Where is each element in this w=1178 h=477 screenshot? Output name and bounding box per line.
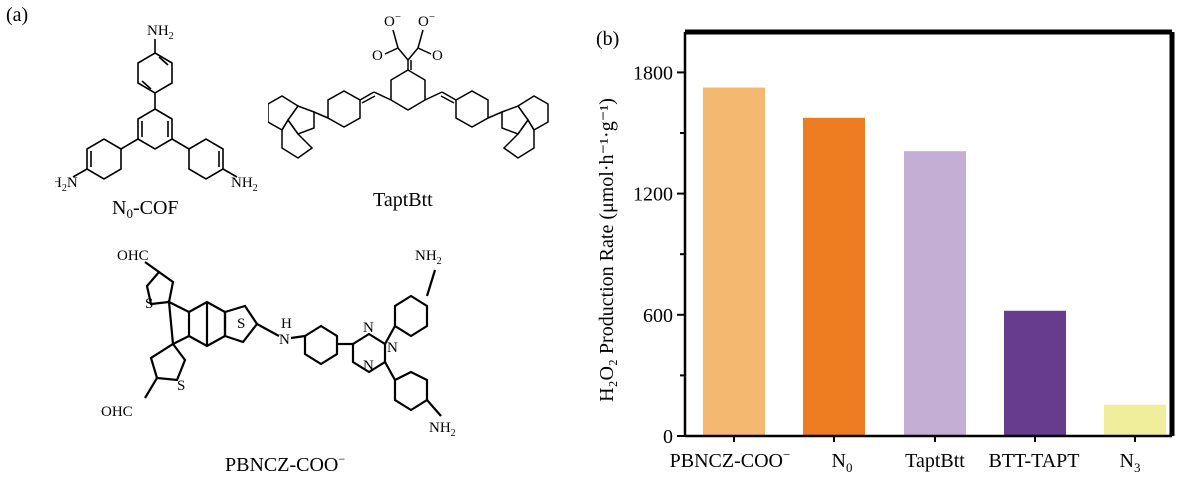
taptbtt-o3: O — [372, 48, 383, 64]
n0-nh2-top: NH2 — [147, 23, 174, 42]
panel-a-label: (a) — [6, 4, 29, 26]
y-axis-label: H₂O₂ Production Rate (μmol·h⁻¹·g⁻¹) — [596, 98, 618, 402]
n0-name-rest: -COF — [132, 197, 179, 219]
bar-3 — [1004, 310, 1066, 436]
pbncz-name-sup: − — [338, 452, 346, 466]
n0-nh2-left: H2N — [55, 175, 78, 194]
pbncz-nh2-bottom: NH2 — [429, 420, 456, 439]
x-tick-label-1: N0 — [832, 450, 853, 473]
x-tick-label-3: BTT-TAPT — [989, 450, 1080, 472]
n0-nh2-right: NH2 — [231, 175, 258, 194]
x-tick-label-2: TaptBtt — [905, 450, 965, 472]
pbncz-n1: N — [363, 320, 374, 336]
pbncz-n2: N — [387, 340, 398, 356]
pbncz-s3: S — [177, 378, 185, 394]
x-tick-label-4: N3 — [1120, 450, 1141, 473]
pbncz-structure: OHC S S S OHC H N N N N NH2 NH2 — [101, 248, 456, 439]
pbncz-name: PBNCZ-COO− — [225, 452, 345, 477]
pbncz-n-amine: N — [279, 332, 290, 348]
n0-cof-structure: NH2 H2N NH2 — [55, 23, 258, 194]
bar-0 — [703, 87, 765, 437]
taptbtt-name: TaptBtt — [373, 189, 433, 211]
x-tick-label-0: PBNCZ-COO− — [670, 447, 791, 472]
pbncz-name-main: PBNCZ-COO — [225, 454, 339, 476]
n0-name-main: N — [112, 197, 127, 219]
taptbtt-structure: O− O− O O — [268, 11, 549, 159]
pbncz-s1: S — [145, 296, 153, 312]
pbncz-h: H — [281, 316, 292, 332]
bar-4 — [1104, 404, 1166, 436]
pbncz-ohc-bottom: OHC — [101, 404, 133, 420]
y-tick-label-600: 600 — [643, 305, 673, 327]
n0-name-sub: 0 — [126, 206, 133, 221]
taptbtt-o4: O — [432, 48, 443, 64]
bar-2 — [904, 151, 966, 436]
pbncz-n3: N — [363, 358, 374, 374]
pbncz-ohc-top: OHC — [117, 248, 149, 264]
y-tick-label-0: 0 — [663, 426, 673, 448]
pbncz-nh2-top: NH2 — [415, 248, 442, 267]
y-tick-label-1200: 1200 — [633, 184, 673, 206]
bar-1 — [803, 117, 865, 436]
panel-b-label: (b) — [596, 28, 620, 50]
y-tick-label-1800: 1800 — [633, 62, 673, 84]
pbncz-s2: S — [237, 316, 245, 332]
n0-cof-name: N0-COF — [112, 197, 179, 222]
